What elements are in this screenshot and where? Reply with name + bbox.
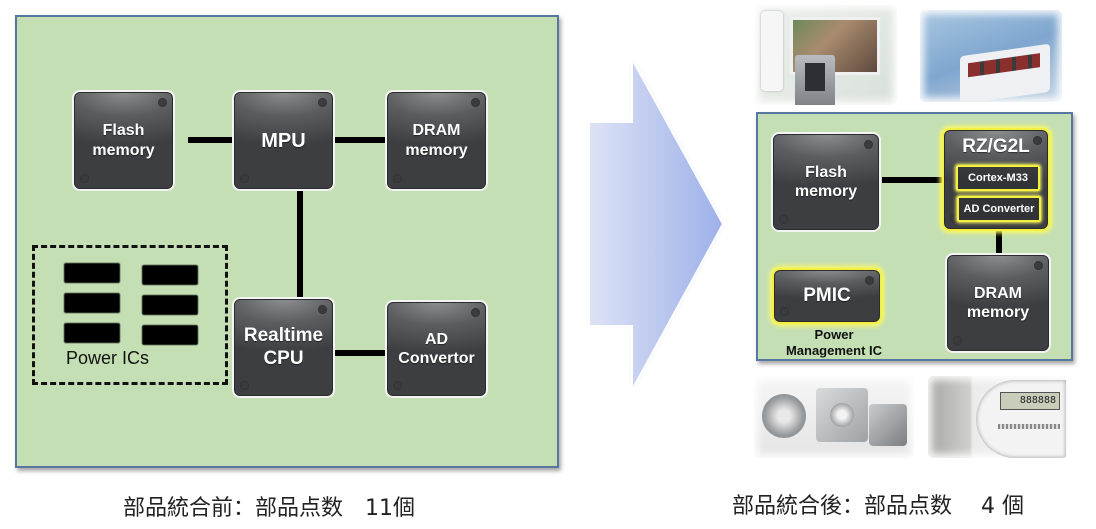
power-ic-chip xyxy=(142,265,198,285)
chip-dram-memory: DRAM memory xyxy=(945,253,1051,353)
pmic-caption: Power Management IC xyxy=(766,327,902,358)
medical-touch-panel-photo xyxy=(920,10,1062,102)
chip-label: memory xyxy=(92,141,155,159)
chip-label: AD xyxy=(424,330,449,348)
power-ic-chip xyxy=(64,263,120,283)
motor xyxy=(816,388,868,442)
chip-label: Flash xyxy=(805,163,847,181)
right-arrow-icon xyxy=(588,58,725,391)
after-caption: 部品統合後：部品点数 4 個 xyxy=(732,494,1024,519)
wire-mpu-realtime xyxy=(297,189,303,297)
cortex-m33-block: Cortex-M33 xyxy=(956,165,1040,191)
power-ic-chip xyxy=(64,323,120,343)
arrow-shape xyxy=(588,58,725,391)
power-ics-label: Power ICs xyxy=(66,348,150,368)
chip-flash-memory: Flash memory xyxy=(771,132,881,232)
chip-label: memory xyxy=(794,183,858,200)
chip-dram-memory: DRAM memory xyxy=(385,90,488,191)
chip-label: PMIC xyxy=(803,284,851,306)
chip-label: Flash xyxy=(102,122,145,140)
chip-mpu: MPU xyxy=(232,90,335,191)
power-ic-chip xyxy=(142,325,198,345)
chip-label: DRAM xyxy=(974,284,1022,302)
wire-rz-dram xyxy=(996,231,1002,253)
chip-flash-memory: Flash memory xyxy=(72,90,175,191)
after-integration-panel: Flash memory RZ/G2L Cortex-M33 AD Conver… xyxy=(756,112,1073,361)
wire-realtime-ad xyxy=(330,350,406,356)
wire-flash-rz xyxy=(882,177,943,183)
pmic-caption-line: Management IC xyxy=(785,342,883,358)
chip-label: Realtime xyxy=(243,324,324,346)
motor xyxy=(762,394,806,438)
power-ic-chip xyxy=(142,295,198,315)
chip-label: DRAM xyxy=(412,122,461,140)
chip-ad-convertor: AD Convertor xyxy=(385,300,488,398)
chip-label: Convertor xyxy=(398,350,475,367)
before-integration-panel: Flash memory MPU DRAM memory Realtime CP… xyxy=(15,15,559,468)
chip-label: MPU xyxy=(261,129,306,152)
touch-panel xyxy=(960,43,1050,102)
chip-label: memory xyxy=(966,304,1030,321)
meter-body: 888888 xyxy=(976,380,1066,458)
ad-converter-block: AD Converter xyxy=(957,196,1041,222)
chip-label: CPU xyxy=(263,347,304,369)
pmic-caption-line: Power xyxy=(814,327,854,342)
power-ics-group: Power ICs xyxy=(32,245,228,385)
chip-realtime-cpu: Realtime CPU xyxy=(232,297,335,398)
wire-mpu-dram xyxy=(331,137,404,143)
motor xyxy=(869,404,907,446)
smart-meter-photo: 888888 xyxy=(928,376,1068,458)
chip-pmic: PMIC xyxy=(772,268,882,324)
intercom-door-station xyxy=(795,55,835,105)
servo-motors-photo xyxy=(754,376,914,458)
video-intercom-photo xyxy=(755,5,897,105)
intercom-handset xyxy=(761,11,783,91)
chip-label: memory xyxy=(405,141,468,159)
meter-lcd: 888888 xyxy=(1000,392,1060,410)
chip-label: RZ/G2L xyxy=(962,136,1030,157)
wire-flash-mpu xyxy=(188,137,249,143)
power-ic-chip xyxy=(64,293,120,313)
before-caption: 部品統合前：部品点数 11個 xyxy=(123,496,415,521)
